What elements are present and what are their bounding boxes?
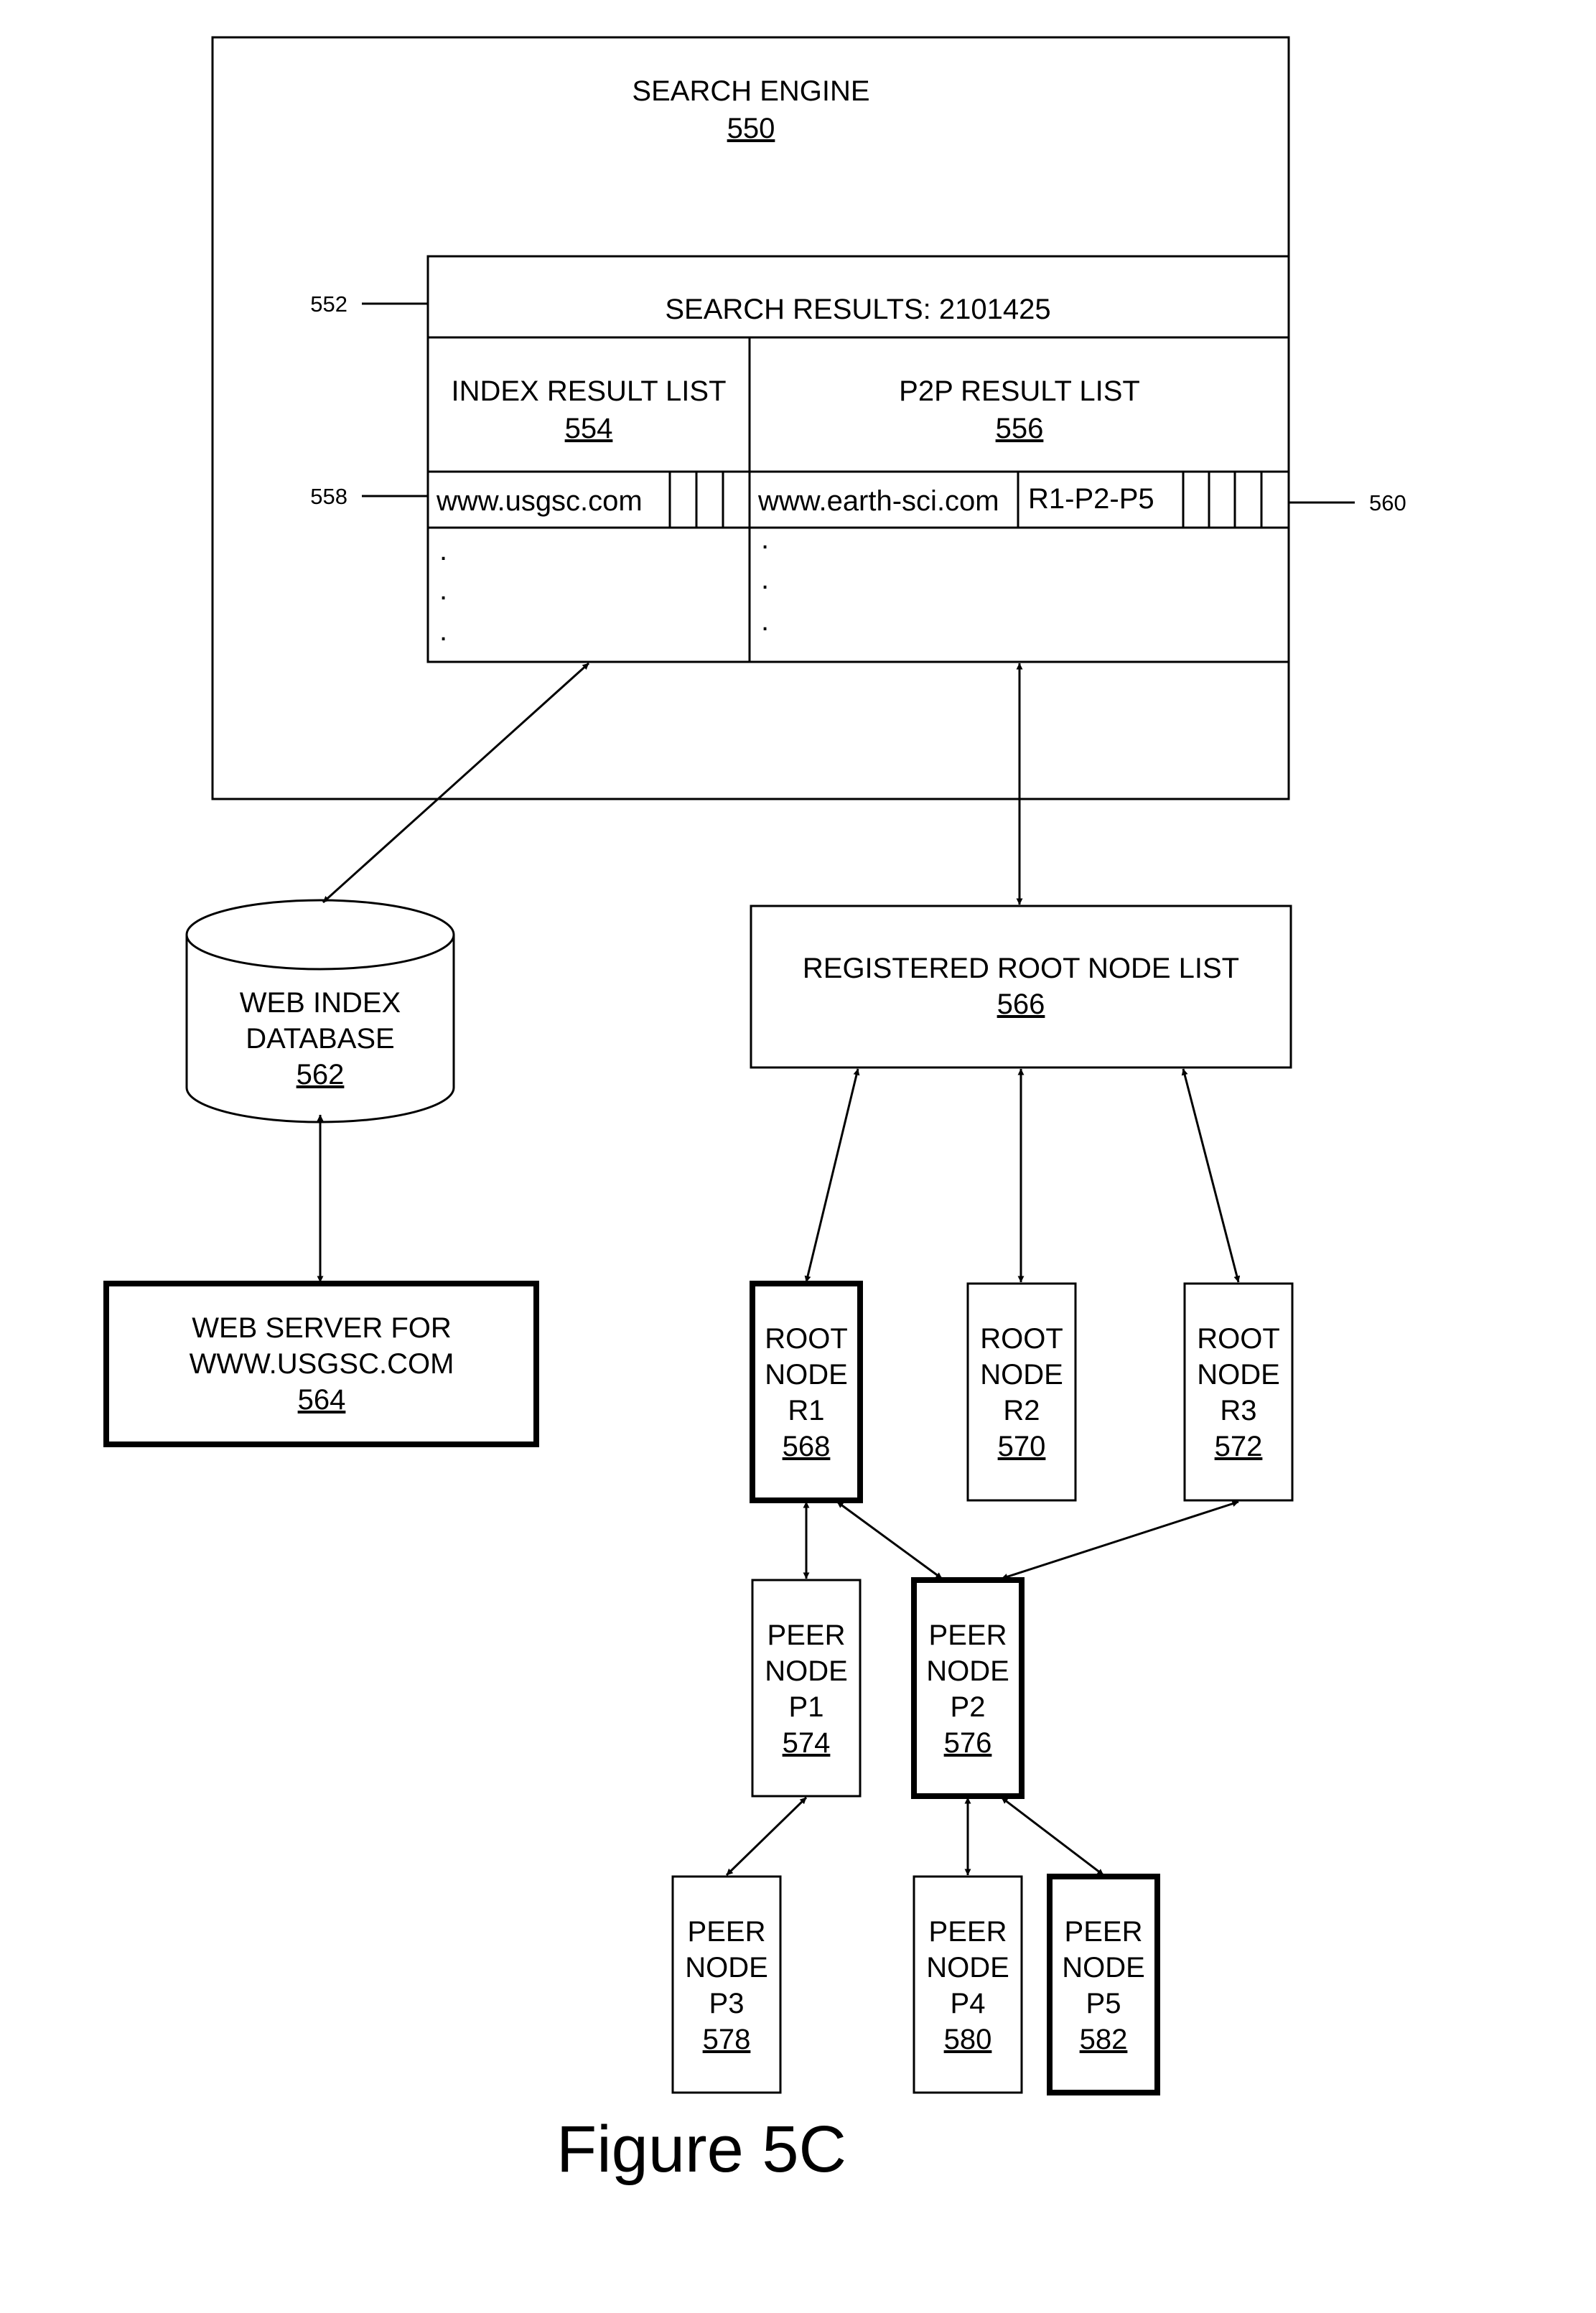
index-row-ref: 558 [310,484,347,509]
r1-line2: NODE [765,1359,848,1391]
peer-node-p4 [914,1877,1022,2093]
registered-root-node-list-ref: 566 [997,989,1045,1020]
peer-node-p3 [673,1877,780,2093]
p1-line1: PEER [767,1620,846,1651]
index-result-list-title: INDEX RESULT LIST [451,375,726,407]
arrow-p2-to-p5 [1002,1798,1103,1875]
search-results-label: SEARCH RESULTS: 2101425 [665,294,1050,325]
r2-line3: R2 [1003,1395,1040,1426]
p2p-result-list-title: P2P RESULT LIST [899,375,1140,407]
r1-ref: 568 [783,1431,831,1462]
p5-line1: PEER [1065,1916,1143,1948]
p1-line2: NODE [765,1655,848,1687]
p5-line2: NODE [1062,1952,1145,1983]
arrow-r1-to-p2 [837,1502,942,1579]
p3-line3: P3 [709,1988,745,2019]
search-engine-title: SEARCH ENGINE [632,75,869,107]
peer-node-p1 [752,1580,860,1796]
p2p-ellipsis-dot: . [761,564,769,595]
r3-ref: 572 [1215,1431,1263,1462]
p2-ref: 576 [944,1727,992,1759]
p2p-ellipsis-dot: . [761,605,769,637]
web-index-db-ref: 562 [297,1059,345,1090]
p1-ref: 574 [783,1727,831,1759]
index-row-url: www.usgsc.com [436,485,643,517]
p2-line3: P2 [951,1691,986,1723]
index-ellipsis-dot: . [439,535,447,566]
index-ellipsis-dot: . [439,574,447,606]
p2p-row-url: www.earth-sci.com [757,485,999,517]
arrow-root-list-to-r3 [1183,1069,1238,1282]
r1-line1: ROOT [765,1323,848,1355]
r2-line1: ROOT [980,1323,1063,1355]
p4-line1: PEER [929,1916,1007,1948]
r2-line2: NODE [980,1359,1063,1391]
arrow-r3-to-p2 [1002,1502,1238,1579]
search-results-ref: 552 [310,291,347,317]
search-engine-ref: 550 [727,113,775,144]
web-index-db-line2: DATABASE [246,1023,394,1055]
arrow-root-list-to-r1 [806,1069,858,1282]
registered-root-node-list-box [751,906,1291,1067]
arrow-p1-to-p3 [727,1798,806,1875]
p2p-row-ref: 560 [1369,490,1406,515]
root-node-r1 [752,1284,860,1500]
p3-line2: NODE [685,1952,768,1983]
peer-node-p5 [1050,1877,1157,2093]
p2-line2: NODE [926,1655,1009,1687]
p3-ref: 578 [703,2024,751,2055]
p5-ref: 582 [1080,2024,1128,2055]
p2-line1: PEER [929,1620,1007,1651]
web-index-db-line1: WEB INDEX [240,987,401,1019]
p3-line1: PEER [688,1916,766,1948]
r3-line2: NODE [1197,1359,1280,1391]
web-server-ref: 564 [298,1384,346,1416]
index-ellipsis-dot: . [439,615,447,647]
root-node-r3 [1185,1284,1292,1500]
p2p-row-path: R1-P2-P5 [1028,483,1154,515]
root-node-r2 [968,1284,1075,1500]
p2p-result-list-ref: 556 [996,413,1044,444]
p5-line3: P5 [1086,1988,1121,2019]
r2-ref: 570 [998,1431,1046,1462]
web-server-line1: WEB SERVER FOR [192,1312,452,1344]
p4-line2: NODE [926,1952,1009,1983]
r3-line1: ROOT [1197,1323,1280,1355]
r1-line3: R1 [788,1395,824,1426]
figure-caption: Figure 5C [556,2113,846,2186]
p1-line3: P1 [789,1691,824,1723]
r3-line3: R3 [1220,1395,1256,1426]
p2p-ellipsis-dot: . [761,523,769,555]
web-server-line2: WWW.USGSC.COM [190,1348,454,1380]
registered-root-node-list-label: REGISTERED ROOT NODE LIST [803,953,1239,984]
peer-node-p2 [914,1580,1022,1796]
p4-ref: 580 [944,2024,992,2055]
index-result-list-ref: 554 [565,413,613,444]
p4-line3: P4 [951,1988,986,2019]
